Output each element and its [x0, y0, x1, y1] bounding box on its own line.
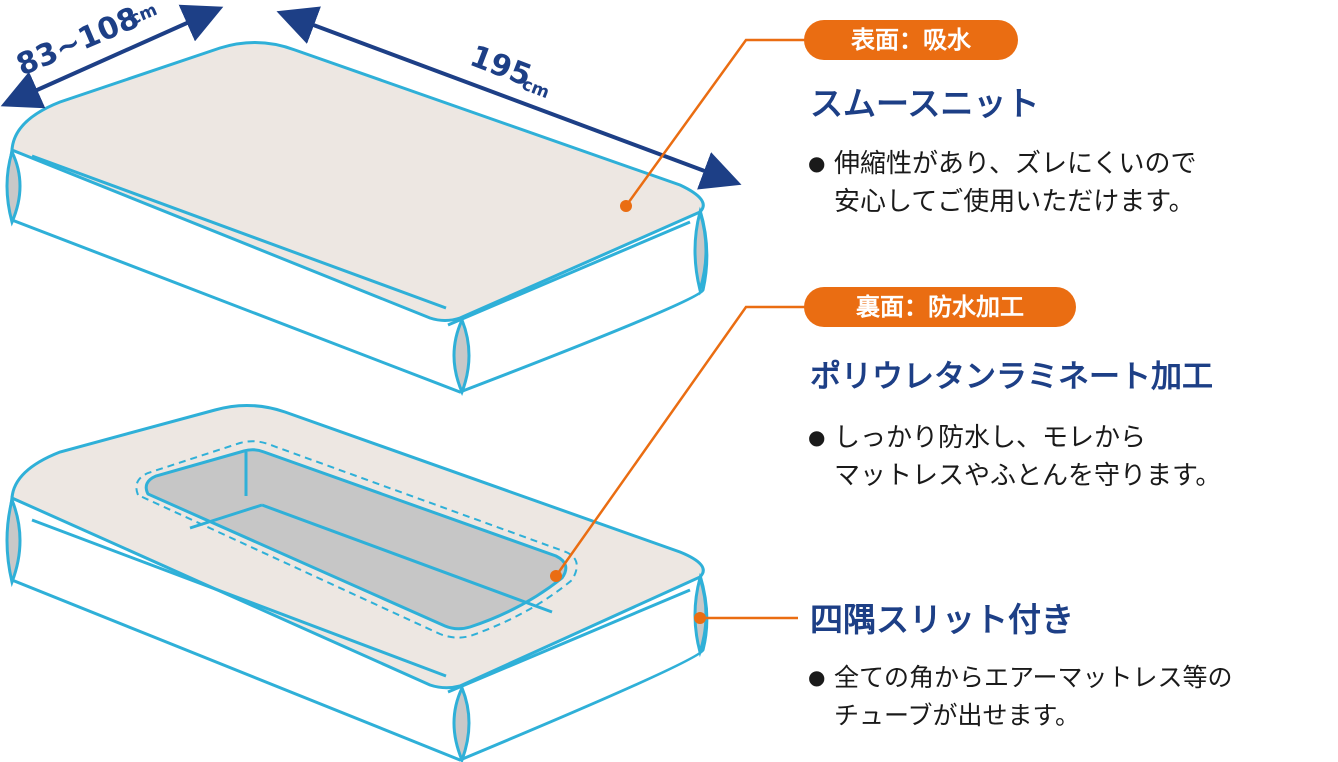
surface-material-description: ● 伸縮性があり、ズレにくいので 安心してご使用いただけます。 — [808, 144, 1196, 221]
bottom-front-slit — [452, 684, 471, 762]
surface-material-badge: 表面：吸水 — [804, 20, 1018, 60]
leader-line-underside — [554, 305, 806, 577]
top-right-slit — [693, 206, 708, 296]
leader-dot-slit — [694, 612, 706, 624]
bottom-left-slit — [5, 495, 22, 588]
underside-material-badge: 裏面：防水加工 — [804, 287, 1076, 327]
underside-desc-line-2: マットレスやふとんを守ります。 — [834, 461, 1222, 491]
surface-desc-line-1: 伸縮性があり、ズレにくいので — [834, 149, 1197, 179]
bullet-icon: ● — [808, 665, 826, 689]
length-dimension-arrow — [276, 6, 742, 190]
mattress-bottom-view — [5, 403, 709, 762]
underside-opening-stitching — [135, 440, 578, 639]
slit-desc-line-2: チューブが出せます。 — [834, 701, 1081, 730]
leader-line-surface — [624, 38, 806, 207]
mattress-top-view — [5, 40, 709, 396]
leader-dot-underside — [550, 570, 562, 582]
underside-material-description: ● しっかり防水し、モレから マットレスやふとんを守ります。 — [808, 418, 1221, 495]
leader-dot-surface — [620, 200, 632, 212]
length-dimension-unit: cm — [519, 75, 552, 104]
top-front-slit — [452, 316, 471, 396]
underside-desc-line-1: しっかり防水し、モレから — [834, 423, 1147, 453]
surface-desc-line-2: 安心してご使用いただけます。 — [834, 187, 1195, 217]
width-dimension-arrow — [0, 4, 224, 109]
top-left-slit — [5, 147, 22, 227]
underside-material-title: ポリウレタンラミネート加工 — [810, 359, 1213, 395]
corner-slit-title: 四隅スリット付き — [810, 600, 1074, 639]
bullet-icon: ● — [808, 425, 826, 449]
corner-slit-description: ● 全ての角からエアーマットレス等の チューブが出せます。 — [808, 658, 1233, 735]
surface-material-title: スムースニット — [810, 84, 1040, 123]
bullet-icon: ● — [808, 151, 826, 175]
slit-desc-line-1: 全ての角からエアーマットレス等の — [834, 663, 1233, 692]
